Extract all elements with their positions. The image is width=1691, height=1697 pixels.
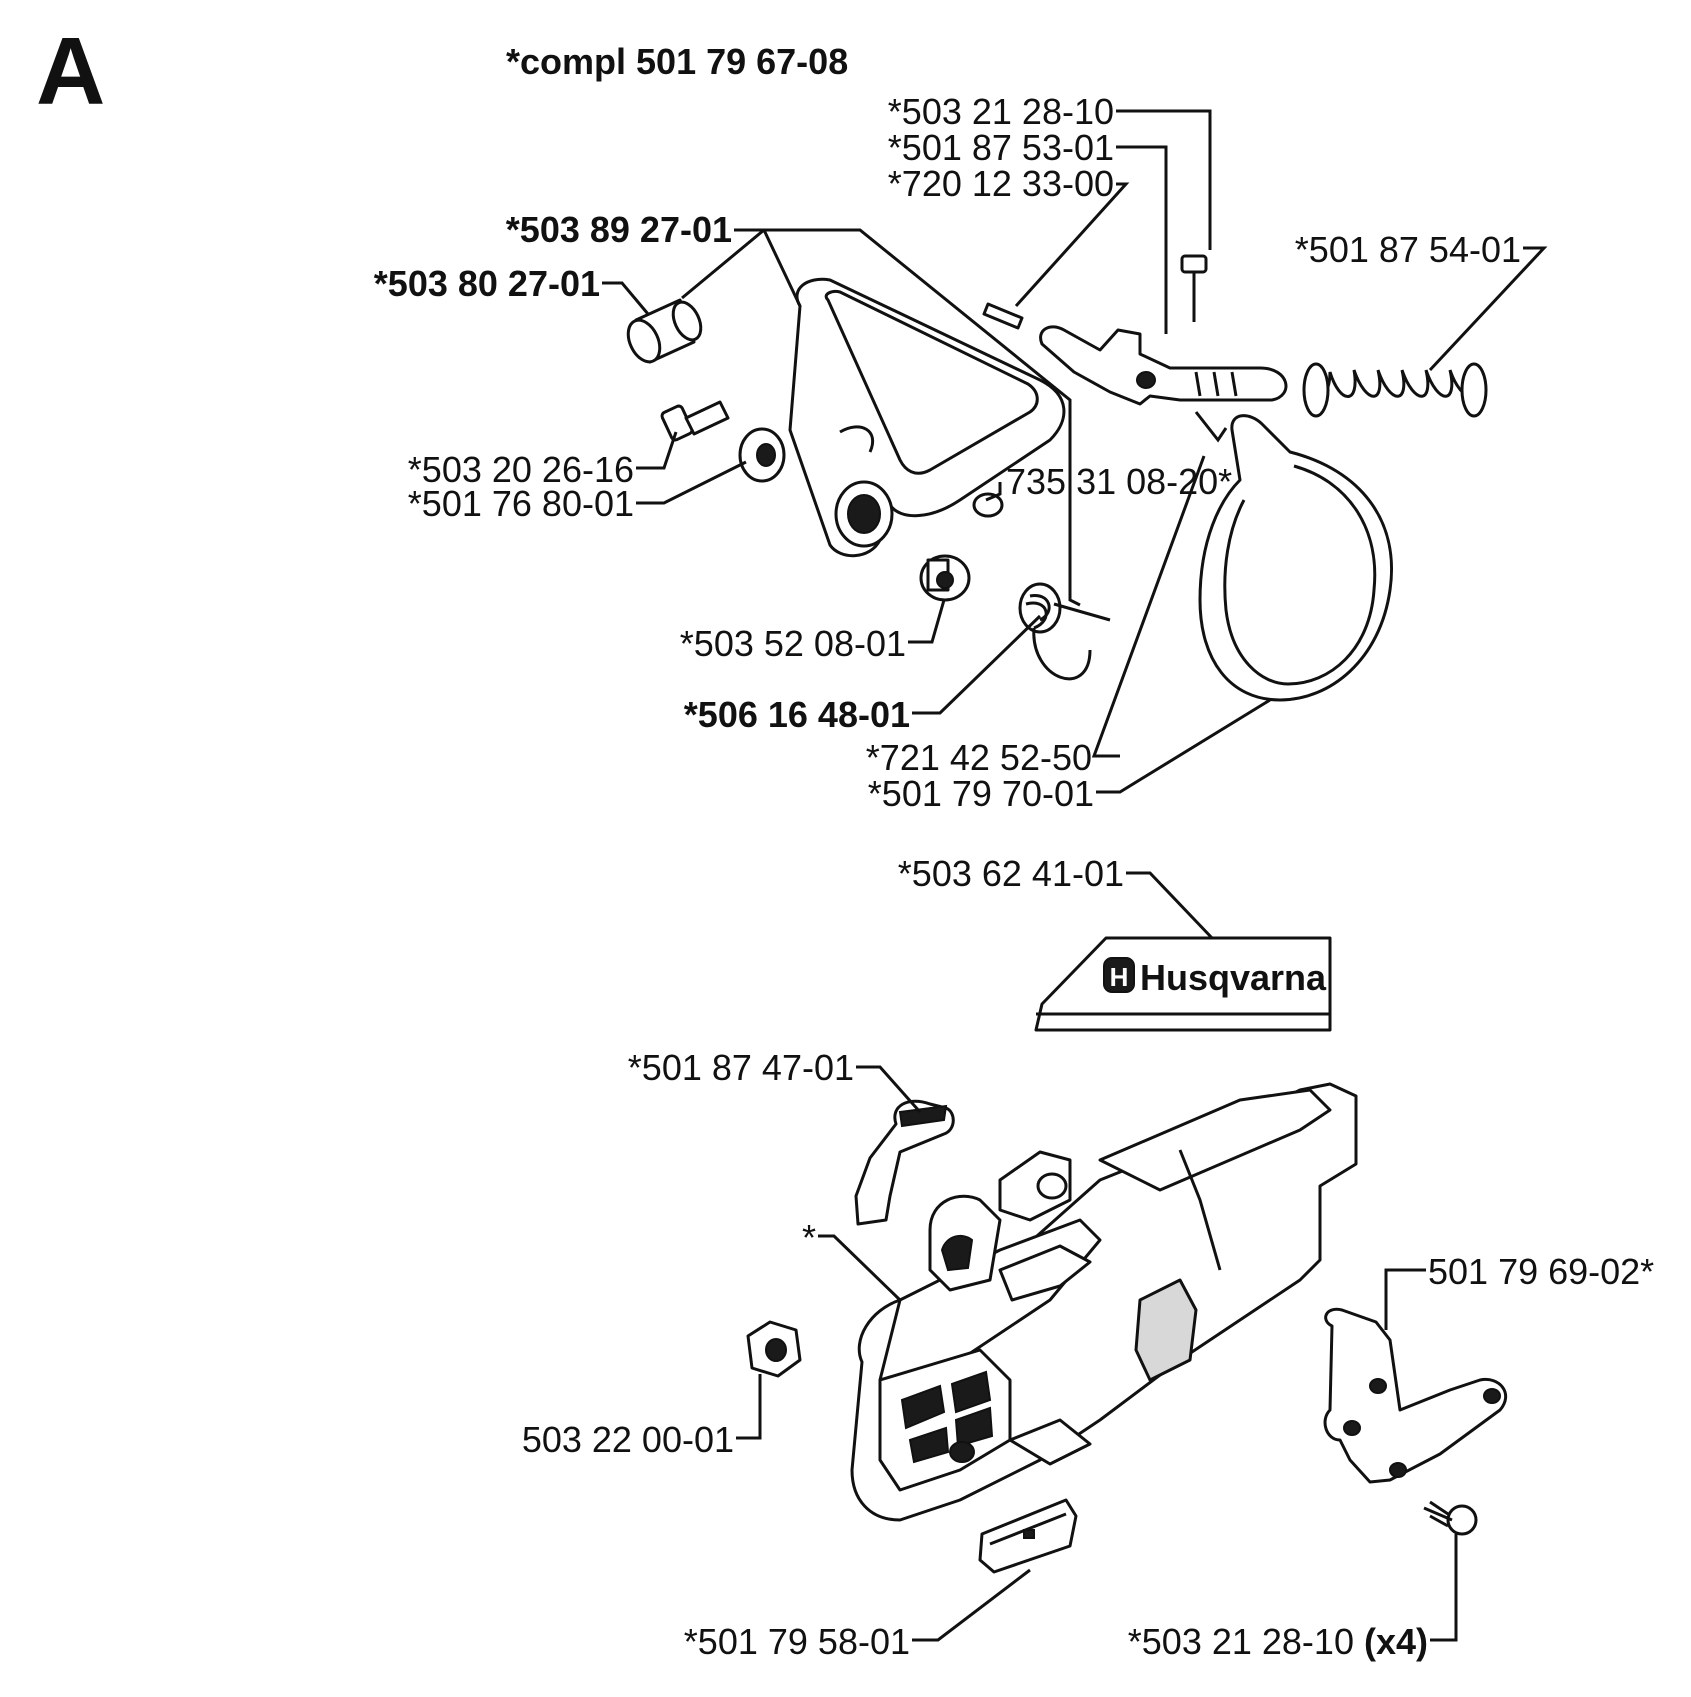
label-501-87-47-01: *501 87 47-01 (628, 1047, 854, 1088)
decal-brand-text: Husqvarna (1140, 957, 1327, 998)
label-clutch-cover: * (802, 1217, 816, 1258)
label-503-21-28-10-x4: *503 21 28-10(x4) (1128, 1621, 1428, 1662)
label-503-20-26-16: *503 20 26-16 (408, 449, 634, 490)
label-501-87-53-01: *501 87 53-01 (888, 127, 1114, 168)
label-501-87-54-01: *501 87 54-01 (1295, 229, 1521, 270)
torsion-spring-part (1018, 582, 1111, 681)
label-quantity-x4: (x4) (1364, 1621, 1428, 1662)
section-letter: A (36, 18, 105, 125)
label-506-16-48-01: *506 16 48-01 (684, 694, 910, 735)
label-721-42-52-50: *721 42 52-50 (866, 737, 1092, 778)
label-501-79-70-01: *501 79 70-01 (868, 773, 1094, 814)
chain-catcher-part (978, 1498, 1078, 1574)
label-735-31-08-20: 735 31 08-20* (1006, 461, 1232, 502)
coil-spring-part (1302, 362, 1488, 418)
washer-part (738, 427, 786, 483)
bracket-screw-part (1423, 1500, 1478, 1536)
label-503-80-27-01: *503 80 27-01 (374, 263, 600, 304)
assembly-label: *compl 501 79 67-08 (506, 41, 848, 82)
decal-logo-letter: H (1110, 962, 1129, 992)
decal-part: H Husqvarna (1034, 936, 1332, 1032)
label-503-52-08-01: *503 52 08-01 (680, 623, 906, 664)
lever-screw-part (1180, 254, 1208, 322)
hand-guard-part (788, 277, 1066, 558)
bar-nut-part (746, 1320, 802, 1378)
label-503-89-27-01: *503 89 27-01 (506, 209, 732, 250)
label-501-79-58-01: *501 79 58-01 (684, 1621, 910, 1662)
screw-part (660, 400, 730, 442)
pivot-sleeve-part (626, 298, 703, 364)
clutch-cover-part (850, 1082, 1358, 1522)
label-503-21-28-10-x4-number: *503 21 28-10 (1128, 1621, 1354, 1662)
bushing-part (919, 554, 971, 602)
label-503-62-41-01: *503 62 41-01 (898, 853, 1124, 894)
label-503-22-00-01: 503 22 00-01 (522, 1419, 734, 1460)
label-720-12-33-00: *720 12 33-00 (888, 163, 1114, 204)
pin-part (982, 302, 1024, 330)
label-501-79-69-02: 501 79 69-02* (1428, 1251, 1654, 1292)
ring-part (972, 492, 1004, 518)
brake-band-part (1194, 411, 1393, 702)
chain-guide-plate-part (854, 1099, 955, 1226)
leader-lines (602, 109, 1548, 1642)
label-503-21-28-10: *503 21 28-10 (888, 91, 1114, 132)
husqvarna-logo-icon (1103, 957, 1135, 993)
bracket-plate-part (1323, 1307, 1507, 1484)
label-501-76-80-01: *501 76 80-01 (408, 483, 634, 524)
brake-lever-part (1039, 325, 1288, 406)
